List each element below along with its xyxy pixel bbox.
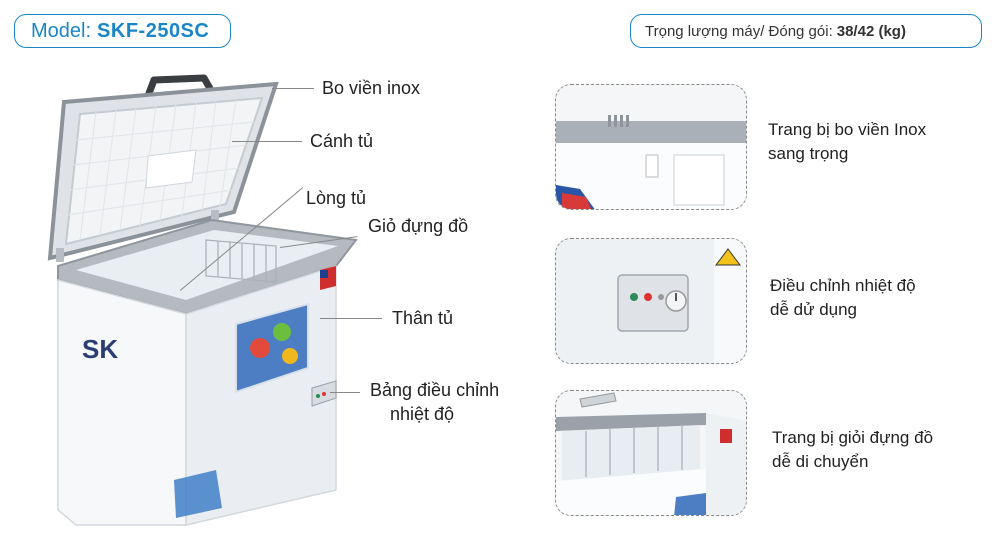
leader-bang-dieu-chinh xyxy=(330,392,360,393)
lid-handle xyxy=(144,74,216,100)
leader-bo-vien xyxy=(272,88,314,89)
brand-logo: SK xyxy=(82,334,118,364)
model-value: SKF-250SC xyxy=(97,19,210,42)
weight-badge: Trọng lượng máy/ Đóng gói: 38/42 (kg) xyxy=(630,14,982,48)
callout-bo-vien-inox: Bo viền inox xyxy=(322,78,421,98)
callout-canh-tu: Cánh tủ xyxy=(310,131,374,151)
feature-text-temperature-control: Điều chỉnh nhiệt độ dễ dử dụng xyxy=(770,274,916,322)
feature-text-inox-trim: Trang bị bo viền Inox sang trọng xyxy=(768,118,926,166)
cabinet-front xyxy=(57,279,187,526)
feature-3-line2: dễ di chuyển xyxy=(772,452,869,471)
bottom-decal xyxy=(174,470,222,518)
callout-bang-dieu-chinh-line2: nhiệt độ xyxy=(390,404,455,424)
cabinet-interior xyxy=(76,230,338,300)
feature-image-storage-basket xyxy=(555,390,747,516)
temperature-control-closeup xyxy=(556,239,746,363)
weight-value: 38/42 (kg) xyxy=(836,22,906,40)
inox-trim-closeup xyxy=(556,85,746,209)
feature-1-line2: sang trọng xyxy=(768,144,849,163)
feature-2-line2: dễ dử dụng xyxy=(770,300,858,319)
front-decal xyxy=(235,302,309,394)
callout-than-tu: Thân tủ xyxy=(392,308,454,328)
callout-long-tu: Lòng tủ xyxy=(306,188,367,208)
callout-gio-dung-do: Giỏ đựng đồ xyxy=(368,216,469,236)
feature-2-line1: Điều chỉnh nhiệt độ xyxy=(770,276,916,295)
storage-basket-closeup xyxy=(556,391,746,515)
model-label: Model: xyxy=(31,19,92,42)
leader-than-tu xyxy=(320,318,382,319)
callout-bang-dieu-chinh-line1: Bảng điều chỉnh xyxy=(370,380,500,400)
feature-1-line1: Trang bị bo viền Inox xyxy=(768,120,927,139)
feature-image-inox-trim xyxy=(555,84,747,210)
weight-label: Trọng lượng máy/ Đóng gói: xyxy=(645,22,833,40)
lid-label-plate xyxy=(145,149,197,189)
feature-image-temperature-control xyxy=(555,238,747,364)
feature-3-line1: Trang bị giỏi đựng đồ xyxy=(772,428,934,447)
feature-text-storage-basket: Trang bị giỏi đựng đồ dễ di chuyển xyxy=(772,426,933,474)
leader-canh-tu xyxy=(232,141,302,142)
model-badge: Model: SKF-250SC xyxy=(14,14,231,48)
